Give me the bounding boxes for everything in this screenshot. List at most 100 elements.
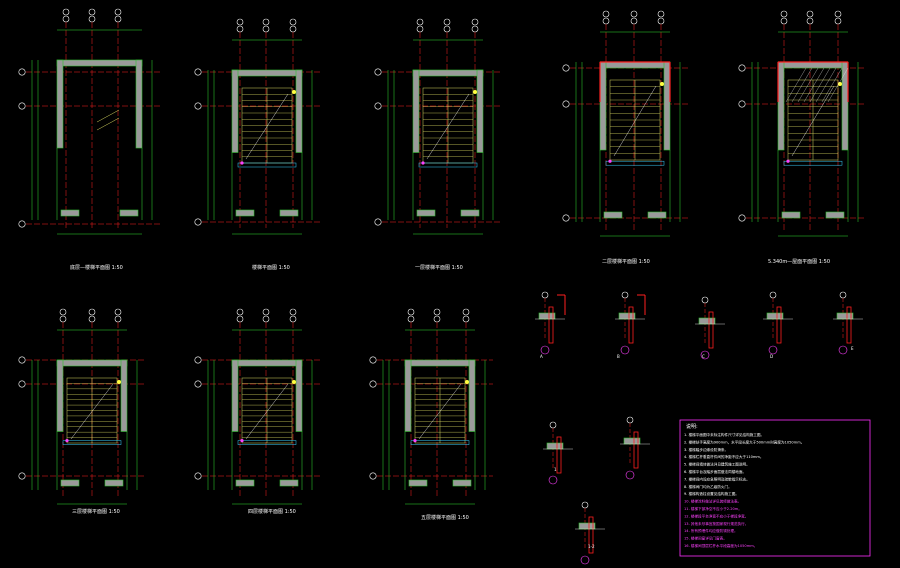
notes-line: 9. 楼梯构造柱设置见结构施工图。 (684, 491, 739, 496)
roof-hatch (797, 67, 819, 103)
notes-line: 8. 楼梯间门均为乙级防火门。 (684, 484, 732, 489)
wall-bottom-right (460, 209, 480, 217)
column-marker (473, 90, 477, 94)
node-detail-b[interactable] (615, 291, 646, 355)
axis-bubble-top (114, 308, 122, 316)
detail-index-bubble (580, 555, 590, 565)
node-detail-a[interactable] (535, 291, 566, 355)
axis-bubble-left (738, 214, 746, 222)
wall-bottom-left (60, 479, 80, 487)
wall-right (841, 61, 849, 151)
column-marker (292, 90, 296, 94)
detail-rebar (556, 436, 562, 474)
wall-left (404, 359, 412, 432)
stair-direction-arrow (426, 93, 470, 160)
node-detail-d[interactable] (763, 291, 793, 355)
plan-caption-p5: 5.340m—屋面平面图 1:50 (768, 259, 830, 265)
node-detail-e[interactable] (833, 291, 863, 355)
plan-caption-p3: 一层楼梯平面图 1:50 (415, 264, 463, 271)
axis-bubble-left (562, 64, 570, 72)
wall-right (468, 359, 476, 432)
detail-rebar (776, 306, 782, 344)
wall-top (404, 359, 476, 367)
wall-bottom-right (119, 209, 139, 217)
stair-plan-fourth-floor[interactable] (194, 308, 320, 505)
stair-direction-arrow (70, 383, 114, 440)
notes-line: 3. 楼梯踏步边缘设防滑条。 (684, 447, 728, 452)
roof-hatch (809, 67, 831, 103)
roof-hatch (827, 67, 849, 103)
axis-bubble-left (18, 472, 26, 480)
node-detail-1-2[interactable] (575, 501, 605, 565)
notes-line: 12. 楼梯段平台净宽不应小于梯段净宽。 (684, 513, 748, 518)
notes-line: 13. 其他未尽事宜按国家现行规范执行。 (684, 521, 748, 526)
stair-plan-typical[interactable] (194, 18, 320, 235)
node-detail-beam[interactable] (620, 416, 650, 480)
column-marker (786, 159, 790, 163)
axis-bubble-top (114, 8, 122, 16)
landing-beam (237, 162, 297, 168)
axis-bubble-left (194, 218, 202, 226)
column-marker (240, 439, 244, 443)
stair-plan-third-floor[interactable] (18, 308, 145, 505)
stair-direction-arrow (245, 383, 289, 440)
notes-line: 7. 楼梯间内设应急照明及疏散指示标志。 (684, 476, 750, 481)
stair-plan-ground[interactable] (18, 8, 160, 235)
wall-left (599, 61, 607, 151)
stair-plan-second-floor[interactable] (562, 10, 688, 237)
node-detail-1[interactable] (543, 421, 573, 485)
column-marker (292, 380, 296, 384)
plan-caption-p7: 四层楼梯平面图 1:50 (248, 508, 296, 515)
stair-direction-arrow (418, 383, 462, 440)
detail-index-bubble (838, 345, 848, 355)
axis-bubble-top (62, 8, 70, 16)
axis-bubble-left (369, 472, 377, 480)
wall-top (599, 61, 671, 69)
detail-mark-c: C (702, 354, 705, 359)
detail-slab (836, 312, 854, 320)
stair-direction-arrow (613, 85, 657, 157)
axis-bubble-top (462, 308, 470, 316)
notes-line: 15. 楼梯间窗详见门窗表。 (684, 536, 727, 541)
axis-bubble-left (194, 356, 202, 364)
stair-plan-fifth-floor[interactable] (369, 308, 493, 505)
wall-bottom-left (781, 211, 801, 219)
axis-bubble-top (630, 10, 638, 18)
detail-slab (618, 312, 636, 320)
axis-bubble-left (738, 64, 746, 72)
axis-bubble-left (18, 220, 26, 228)
roof-hatch (803, 67, 825, 103)
landing-beam (410, 440, 470, 445)
landing-beam (418, 162, 478, 168)
axis-bubble-left (374, 102, 382, 110)
axis-bubble-top (834, 10, 842, 18)
detail-index-bubble (548, 475, 558, 485)
wall-right (663, 61, 671, 151)
column-marker (608, 159, 612, 163)
detail-index-bubble (540, 345, 550, 355)
detail-mark-a: A (540, 354, 543, 359)
axis-bubble-top (88, 308, 96, 316)
axis-bubble-left (194, 472, 202, 480)
notes-line: 2. 楼梯扶手高度为900mm，水平段长度大于500mm时高度为1050mm。 (684, 439, 804, 444)
wall-bottom-right (452, 479, 472, 487)
detail-mark-b: B (617, 354, 620, 359)
stair-plan-roof[interactable] (738, 10, 866, 237)
stair-direction-arrow (245, 93, 289, 160)
node-detail-c[interactable] (695, 296, 725, 360)
axis-bubble-top (262, 308, 270, 316)
notes-line: 1. 楼梯平面图中未标注构件尺寸详见结构施工图。 (684, 432, 764, 437)
notes-line: 14. 所有预埋件均应做防锈处理。 (684, 528, 738, 533)
general-notes: 说明: 1. 楼梯平面图中未标注构件尺寸详见结构施工图。2. 楼梯扶手高度为90… (679, 419, 871, 557)
wall-top (777, 61, 849, 69)
stair-plan-first-floor[interactable] (374, 18, 501, 235)
column-marker (465, 380, 469, 384)
detail-index-bubble (625, 470, 635, 480)
roof-hatch (785, 67, 807, 103)
axis-bubble-left (369, 380, 377, 388)
axis-bubble-left (194, 102, 202, 110)
detail-mark-e: E (851, 346, 854, 351)
wall-right (476, 69, 484, 153)
landing-beam (783, 160, 843, 166)
